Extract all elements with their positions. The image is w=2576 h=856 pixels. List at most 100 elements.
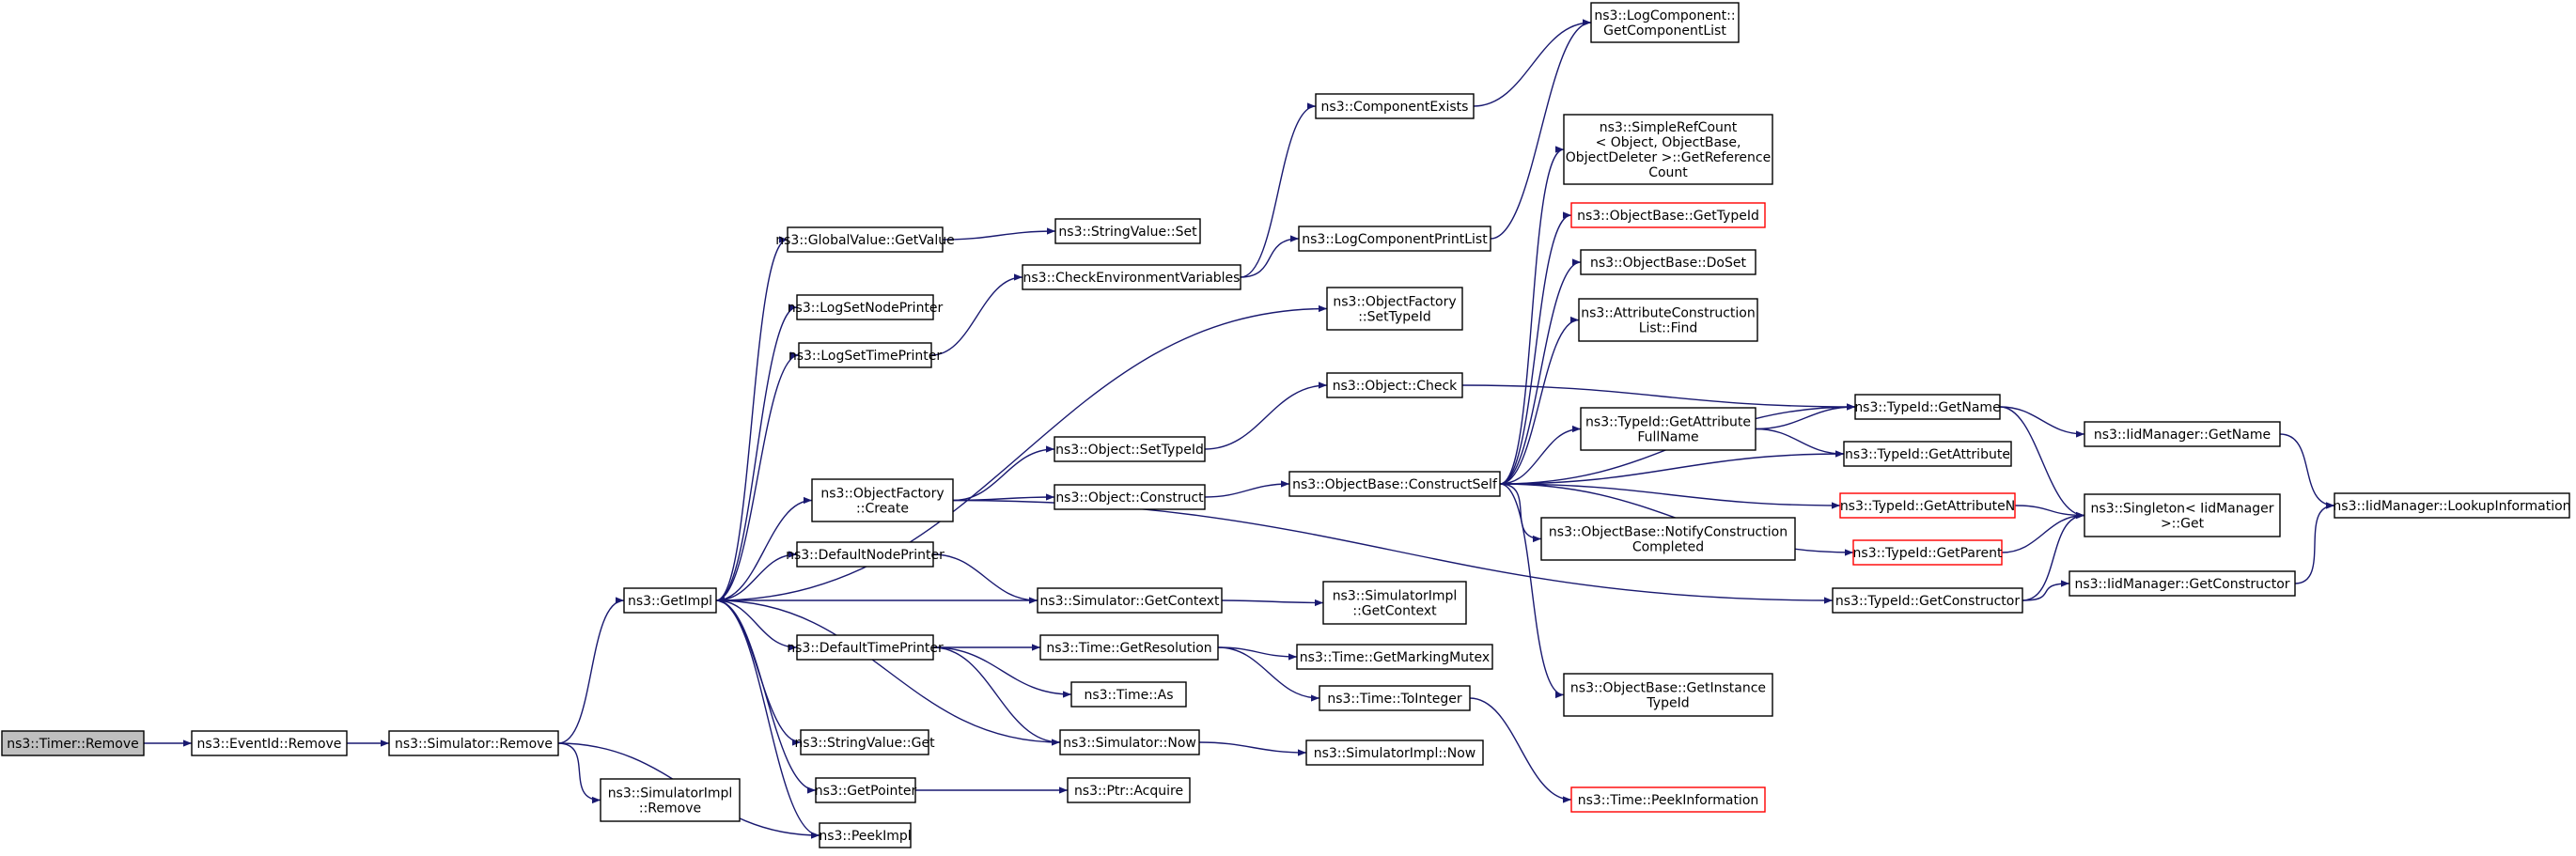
edge-simulator_now-to-getimpl (715, 597, 1061, 743)
node-label-line: ns3::Simulator::GetContext (1039, 594, 1220, 609)
node-singleton_get[interactable]: ns3::Singleton< IidManager>::Get (2084, 493, 2281, 537)
node-time_as[interactable]: ns3::Time::As (1070, 681, 1187, 708)
node-time_getresolution[interactable]: ns3::Time::GetResolution (1039, 634, 1219, 661)
node-box (1326, 287, 1463, 331)
node-box (1067, 777, 1191, 803)
node-stringvalue_set[interactable]: ns3::StringValue::Set (1054, 218, 1201, 244)
edge-logsettimeprinter-to-checkenvvars (930, 273, 1023, 356)
node-defaulttimeprinter[interactable]: ns3::DefaultTimePrinter (787, 634, 944, 661)
node-label-line: ns3::DefaultTimePrinter (787, 641, 944, 656)
node-objectbase_notifyconstructioncompleted[interactable]: ns3::ObjectBase::NotifyConstructionCompl… (1540, 517, 1796, 561)
node-label-line: ns3::TypeId::GetAttribute (1845, 447, 2010, 462)
node-box (1070, 681, 1187, 708)
node-timer_remove[interactable]: ns3::Timer::Remove (1, 730, 145, 756)
node-peekimpl[interactable]: ns3::PeekImpl (819, 822, 912, 848)
edge-object_construct-to-objectbase_constructself (1204, 480, 1290, 498)
node-label-line: < Object, ObjectBase, (1596, 135, 1741, 150)
node-time_tointeger[interactable]: ns3::Time::ToInteger (1319, 685, 1471, 711)
node-label-line: ns3::Object::Check (1333, 379, 1458, 394)
node-time_peekinformation[interactable]: ns3::Time::PeekInformation (1570, 786, 1766, 813)
node-objectbase_gettypeid[interactable]: ns3::ObjectBase::GetTypeId (1570, 202, 1766, 228)
node-objectfactory_settypeid[interactable]: ns3::ObjectFactory::SetTypeId (1326, 287, 1463, 331)
node-ptr_acquire[interactable]: ns3::Ptr::Acquire (1067, 777, 1191, 803)
node-label-line: ns3::CheckEnvironmentVariables (1023, 271, 1241, 286)
node-iidmanager_getname[interactable]: ns3::IidManager::GetName (2084, 421, 2281, 447)
node-simplerefcount_getreferencecount[interactable]: ns3::SimpleRefCount< Object, ObjectBase,… (1563, 114, 1773, 185)
node-box (623, 587, 717, 614)
node-label-line: ns3::LogComponent:: (1594, 8, 1735, 23)
edge-defaultnodeprinter-to-simulator_getcontext (932, 553, 1038, 604)
edge-object_check-to-typeid_getname (1461, 384, 1856, 411)
node-label-line: ::GetContext (1352, 604, 1437, 619)
node-box (1319, 685, 1471, 711)
node-componentexists[interactable]: ns3::ComponentExists (1315, 93, 1475, 119)
node-eventid_remove[interactable]: ns3::EventId::Remove (191, 730, 348, 756)
node-box (1326, 372, 1463, 398)
edge-objectbase_constructself-to-attributeconstructionlist_find (1499, 316, 1580, 485)
node-simulatorimpl_remove[interactable]: ns3::SimulatorImpl::Remove (600, 778, 741, 822)
node-box (1054, 436, 1206, 462)
node-label-line: ns3::ObjectBase::GetTypeId (1577, 209, 1759, 224)
edge-getimpl-to-logsettimeprinter (715, 351, 800, 601)
node-logsettimeprinter[interactable]: ns3::LogSetTimePrinter (788, 342, 943, 368)
node-iidmanager_getconstructor[interactable]: ns3::IidManager::GetConstructor (2069, 570, 2296, 597)
node-label-line: ns3::GlobalValue::GetValue (775, 233, 954, 248)
node-box (796, 634, 934, 661)
node-objectfactory_create[interactable]: ns3::ObjectFactory::Create (811, 478, 954, 522)
node-typeid_getconstructor[interactable]: ns3::TypeId::GetConstructor (1832, 587, 2023, 614)
node-box (800, 729, 929, 755)
node-iidmanager_lookupinformation[interactable]: ns3::IidManager::LookupInformation (2333, 492, 2571, 519)
node-box (1839, 492, 2016, 519)
node-label-line: ns3::Time::ToInteger (1327, 692, 1462, 707)
node-object_settypeid[interactable]: ns3::Object::SetTypeId (1054, 436, 1206, 462)
node-label-line: ns3::LogComponentPrintList (1302, 232, 1488, 247)
edge-objectfactory_create-to-object_settypeid (952, 445, 1055, 502)
node-box (2084, 421, 2281, 447)
node-label-line: ns3::IidManager::LookupInformation (2333, 499, 2570, 514)
node-label-line: ns3::ObjectBase::DoSet (1590, 256, 1746, 271)
node-objectbase_constructself[interactable]: ns3::ObjectBase::ConstructSelf (1288, 471, 1501, 497)
node-box (796, 294, 934, 320)
node-box (1, 730, 145, 756)
node-logcomponent_getcomponentlist[interactable]: ns3::LogComponent::GetComponentList (1590, 2, 1740, 43)
node-stringvalue_get[interactable]: ns3::StringValue::Get (794, 729, 935, 755)
node-label-line: ns3::SimulatorImpl::Now (1314, 746, 1476, 761)
node-globalvalue_getvalue[interactable]: ns3::GlobalValue::GetValue (775, 226, 955, 253)
node-objectbase_doset[interactable]: ns3::ObjectBase::DoSet (1580, 249, 1756, 275)
node-object_check[interactable]: ns3::Object::Check (1326, 372, 1463, 398)
node-typeid_getname[interactable]: ns3::TypeId::GetName (1854, 394, 2001, 420)
node-time_getmarkingmutex[interactable]: ns3::Time::GetMarkingMutex (1296, 644, 1493, 670)
node-typeid_getattribute[interactable]: ns3::TypeId::GetAttribute (1843, 441, 2012, 467)
node-simulator_getcontext[interactable]: ns3::Simulator::GetContext (1037, 587, 1223, 614)
node-getpointer[interactable]: ns3::GetPointer (815, 777, 917, 803)
node-checkenvvars[interactable]: ns3::CheckEnvironmentVariables (1022, 264, 1241, 290)
edge-getimpl-to-logsetnodeprinter (715, 303, 798, 601)
node-simulator_remove[interactable]: ns3::Simulator::Remove (388, 730, 559, 756)
edge-objectbase_constructself-to-typeid_getattribute (1499, 450, 1845, 485)
node-logsetnodeprinter[interactable]: ns3::LogSetNodePrinter (788, 294, 944, 320)
node-getimpl[interactable]: ns3::GetImpl (623, 587, 717, 614)
edge-getimpl-to-globalvalue_getvalue (715, 236, 788, 601)
node-box (1305, 739, 1484, 766)
node-label-line: ns3::IidManager::GetConstructor (2074, 577, 2289, 592)
node-typeid_getparent[interactable]: ns3::TypeId::GetParent (1852, 539, 2003, 566)
node-defaultnodeprinter[interactable]: ns3::DefaultNodePrinter (786, 541, 945, 568)
edge-checkenvvars-to-logcomponentprintlist (1240, 235, 1300, 278)
edge-objectbase_constructself-to-simplerefcount_getreferencecount (1499, 146, 1565, 485)
edge-typeid_getattributefullname-to-typeid_getattribute (1755, 428, 1845, 458)
node-box (1590, 2, 1740, 43)
node-box (1039, 634, 1219, 661)
node-simulator_now[interactable]: ns3::Simulator::Now (1059, 729, 1200, 755)
edge-getimpl-to-objectfactory_settypeid (715, 304, 1328, 601)
node-label-line: ::Remove (639, 802, 701, 817)
node-label-line: ns3::Time::PeekInformation (1578, 793, 1759, 808)
node-simulatorimpl_getcontext[interactable]: ns3::SimulatorImpl::GetContext (1322, 581, 1467, 625)
node-box (1570, 202, 1766, 228)
node-object_construct[interactable]: ns3::Object::Construct (1054, 484, 1206, 510)
node-typeid_getattributen[interactable]: ns3::TypeId::GetAttributeN (1839, 492, 2016, 519)
node-logcomponentprintlist[interactable]: ns3::LogComponentPrintList (1298, 226, 1491, 252)
node-simulatorimpl_now[interactable]: ns3::SimulatorImpl::Now (1305, 739, 1484, 766)
